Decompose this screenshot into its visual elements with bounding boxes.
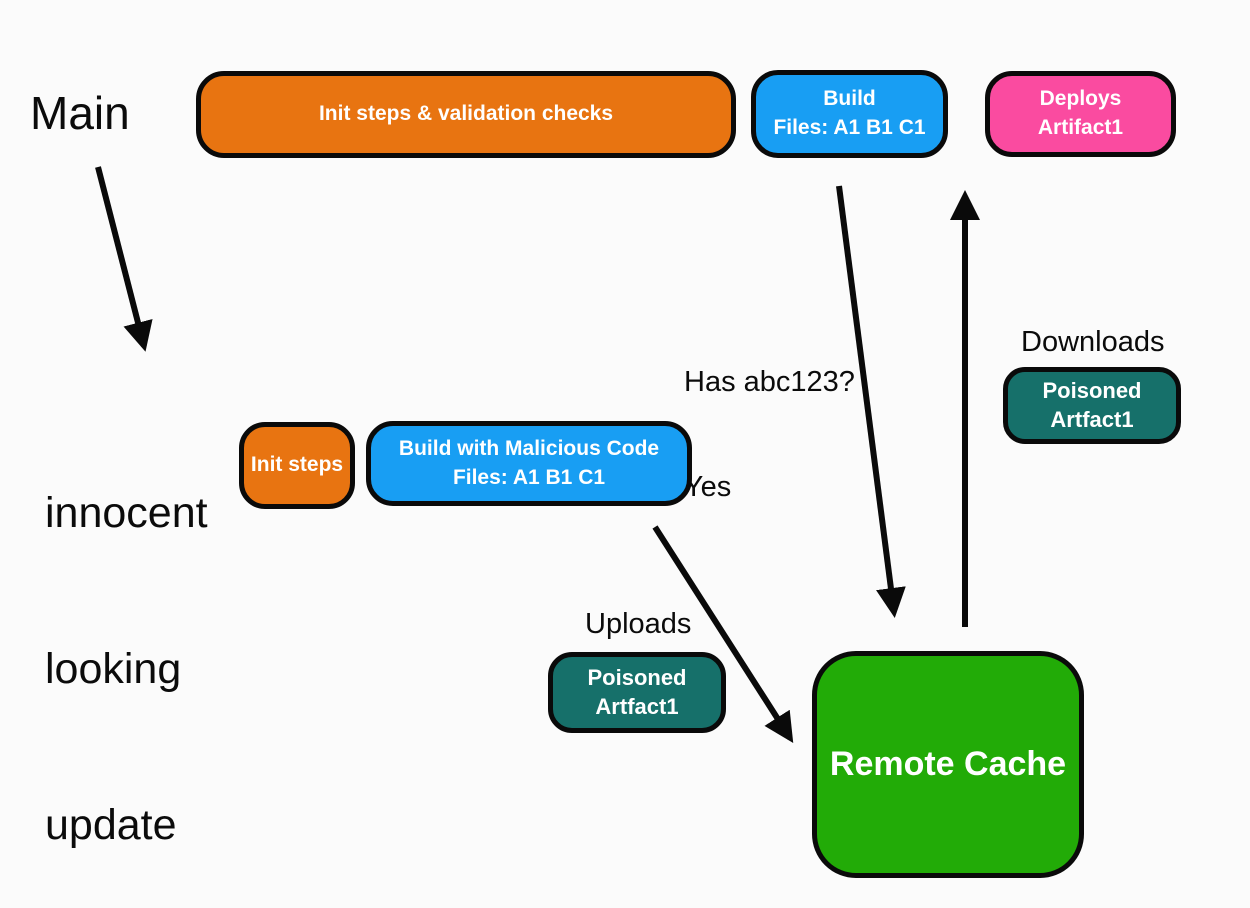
update-branch-label: innocent looking update: [45, 383, 208, 908]
node-deploys-line1: Deploys: [1039, 87, 1122, 111]
has-hash-line1: Has abc123?: [684, 366, 855, 398]
node-poisoned-download-line1: Poisoned: [1042, 377, 1142, 403]
node-build-malicious-line2: Files: A1 B1 C1: [452, 465, 606, 489]
node-poisoned-upload-line1: Poisoned: [587, 664, 687, 690]
node-build: Build Files: A1 B1 C1: [751, 70, 948, 158]
has-hash-annotation: Has abc123? Yes: [684, 295, 855, 575]
node-poisoned-artifact-upload: Poisoned Artfact1: [548, 652, 726, 733]
node-deploys-line2: Artifact1: [1037, 116, 1124, 139]
update-branch-label-line3: update: [45, 801, 177, 849]
update-branch-label-line1: innocent: [45, 489, 208, 537]
node-remote-cache: Remote Cache: [812, 651, 1084, 878]
main-branch-label: Main: [30, 87, 130, 139]
node-build-malicious-line1: Build with Malicious Code: [398, 436, 660, 460]
node-init-steps-label: Init steps: [250, 453, 344, 477]
arrow-main-to-update: [95, 166, 153, 352]
downloads-annotation: Downloads: [1021, 326, 1165, 358]
has-hash-line2: Yes: [684, 471, 732, 503]
update-branch-label-line2: looking: [45, 645, 182, 693]
node-init-validation: Init steps & validation checks: [196, 71, 736, 158]
node-poisoned-artifact-download: Poisoned Artfact1: [1003, 367, 1181, 444]
node-build-malicious: Build with Malicious Code Files: A1 B1 C…: [366, 421, 692, 506]
node-build-line1: Build: [823, 87, 876, 111]
node-init-validation-label: Init steps & validation checks: [318, 102, 614, 126]
node-poisoned-download-line2: Artfact1: [1050, 406, 1134, 432]
uploads-annotation: Uploads: [585, 608, 692, 640]
node-remote-cache-label: Remote Cache: [829, 745, 1067, 784]
node-poisoned-upload-line2: Artfact1: [595, 693, 679, 719]
node-build-line2: Files: A1 B1 C1: [773, 116, 926, 139]
node-init-steps: Init steps: [239, 422, 355, 509]
node-deploys-artifact1: Deploys Artifact1: [985, 71, 1176, 157]
